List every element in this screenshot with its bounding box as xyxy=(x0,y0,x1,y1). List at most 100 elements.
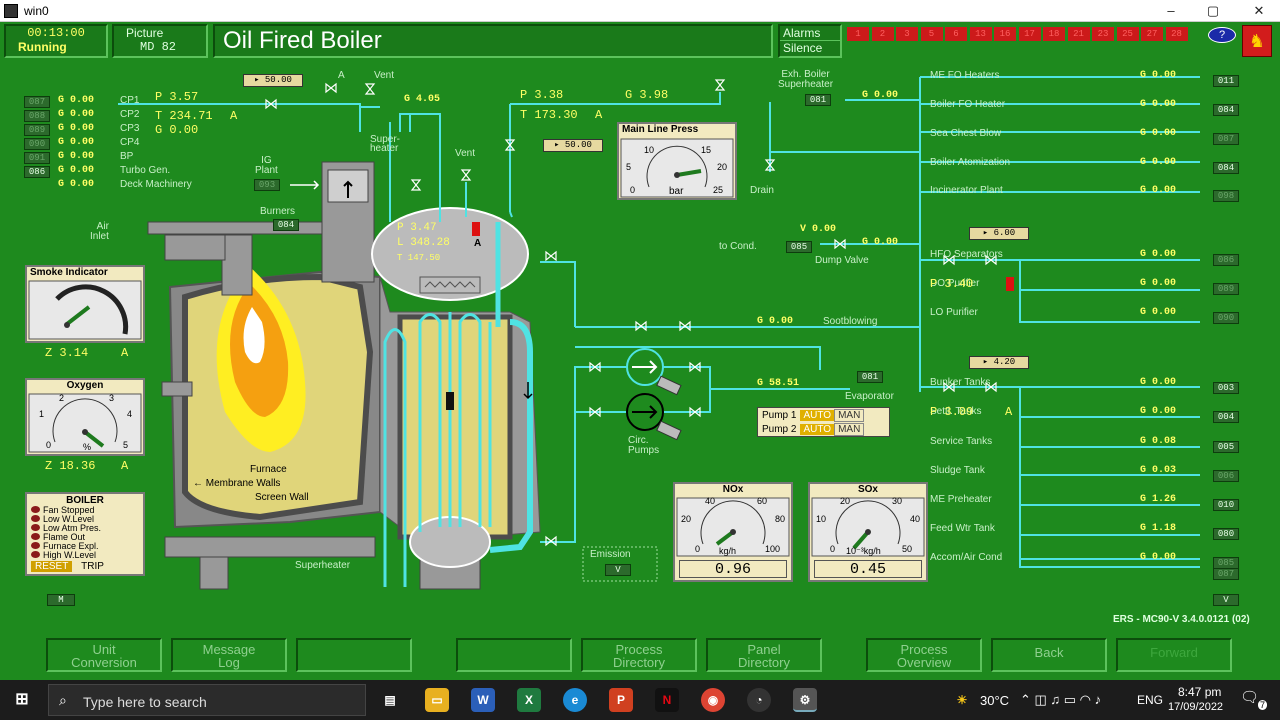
consumer-tag[interactable]: 005 xyxy=(1213,441,1239,453)
consumer-tag[interactable]: 090 xyxy=(1213,312,1239,324)
alarm-group-2[interactable]: 2 xyxy=(871,27,894,41)
extra-tag[interactable]: 087 xyxy=(1213,568,1239,580)
consumer-name: Service Tanks xyxy=(930,436,993,447)
consumer-tag[interactable]: 091 xyxy=(24,152,50,164)
alarm-group-21[interactable]: 21 xyxy=(1067,27,1090,41)
trip-item: Furnace Expl. xyxy=(31,542,139,551)
close-button[interactable]: ✕ xyxy=(1253,3,1265,18)
panel-directory-button[interactable]: Panel Directory xyxy=(706,638,822,672)
nox-tick-60: 60 xyxy=(757,496,768,506)
alarm-group-3[interactable]: 3 xyxy=(896,27,918,41)
chrome-icon[interactable]: ◉ xyxy=(701,688,725,712)
alarm-group-16[interactable]: 16 xyxy=(994,27,1016,41)
forward-button[interactable]: Forward xyxy=(1116,638,1232,672)
consumer-tag[interactable]: 089 xyxy=(24,124,50,136)
app-icon xyxy=(4,4,18,18)
tray-icons[interactable]: ⌃ ◫ ♫ ▭ ◠ ♪ xyxy=(1020,692,1102,707)
lp-temperature: T 234.71 xyxy=(155,109,213,123)
windows-start-icon[interactable]: ⊞ xyxy=(15,691,29,708)
v-button[interactable]: V xyxy=(1213,594,1239,606)
alarm-group-18[interactable]: 18 xyxy=(1043,27,1065,41)
reset-button[interactable]: RESET xyxy=(31,561,73,572)
process-overview-button[interactable]: Process Overview xyxy=(866,638,982,672)
alarm-group-13[interactable]: 13 xyxy=(969,27,992,41)
consumer-tag[interactable]: 087 xyxy=(24,96,50,108)
notification-icon[interactable]: 🗨 xyxy=(1240,689,1260,706)
process-directory-button[interactable]: Process Directory xyxy=(581,638,697,672)
consumer-tag[interactable]: 098 xyxy=(1213,190,1239,202)
back-button[interactable]: Back xyxy=(991,638,1107,672)
consumer-tag[interactable]: 011 xyxy=(1213,75,1239,87)
pump2-auto-button[interactable]: AUTO xyxy=(800,424,835,435)
sim-state: Running xyxy=(18,40,67,54)
silence-button[interactable]: Silence xyxy=(780,40,840,55)
consumer-tag[interactable]: 089 xyxy=(1213,283,1239,295)
dump-tag[interactable]: 085 xyxy=(786,241,812,253)
pump2-man-button[interactable]: MAN xyxy=(834,423,865,436)
alarms-label[interactable]: Alarms xyxy=(783,26,821,40)
consumer-tag[interactable]: 006 xyxy=(1213,470,1239,482)
consumer-name: Bunker Tanks xyxy=(930,377,991,388)
pump1-auto-button[interactable]: AUTO xyxy=(800,410,835,421)
evaporator-tag[interactable]: 081 xyxy=(857,371,883,383)
consumer-tag[interactable]: 084 xyxy=(1213,162,1239,174)
consumer-tag[interactable]: 086 xyxy=(24,166,50,178)
logo-icon: ♞ xyxy=(1242,25,1272,57)
search-placeholder: Type here to search xyxy=(83,694,207,710)
task-view-icon[interactable]: ▤ xyxy=(384,693,396,707)
blank-button-2[interactable] xyxy=(456,638,572,672)
consumer-tag[interactable]: 084 xyxy=(1213,104,1239,116)
smoke-unit: A xyxy=(121,346,129,360)
netflix-icon[interactable]: N xyxy=(655,688,679,712)
unit-conversion-button[interactable]: Unit Conversion xyxy=(46,638,162,672)
consumer-tag[interactable]: 010 xyxy=(1213,499,1239,511)
consumer-name: Boiler FO Heater xyxy=(930,99,1006,110)
blank-button-1[interactable] xyxy=(296,638,412,672)
consumer-flow: G 0.00 xyxy=(1140,128,1177,139)
alarm-group-6[interactable]: 6 xyxy=(945,27,967,41)
vent-setpoint[interactable]: ▸ 50.00 xyxy=(243,74,303,87)
emission-button[interactable]: V xyxy=(605,564,631,576)
ig-plant-tag[interactable]: 093 xyxy=(254,179,280,191)
burners-tag[interactable]: 084 xyxy=(273,219,299,231)
consumer-tag[interactable]: 088 xyxy=(24,110,50,122)
message-log-button[interactable]: Message Log xyxy=(171,638,287,672)
consumer-tag[interactable]: 004 xyxy=(1213,411,1239,423)
consumer-tag[interactable]: 090 xyxy=(24,138,50,150)
sim-status: 00:13:00 Running xyxy=(4,24,108,58)
exh-boiler-tag[interactable]: 081 xyxy=(805,94,831,106)
trip-label: TRIP xyxy=(81,561,104,572)
alarm-group-27[interactable]: 27 xyxy=(1141,27,1163,41)
edge-icon[interactable]: e xyxy=(563,688,587,712)
alarm-group-28[interactable]: 28 xyxy=(1165,27,1188,41)
taskbar-search[interactable]: ⌕ Type here to search xyxy=(48,684,366,716)
flame-core xyxy=(243,307,265,364)
main-setpoint[interactable]: ▸ 50.00 xyxy=(543,139,603,152)
alarm-group-23[interactable]: 23 xyxy=(1092,27,1114,41)
alarm-group-17[interactable]: 17 xyxy=(1018,27,1041,41)
fo-setpoint-6[interactable]: ▸ 6.00 xyxy=(969,227,1029,240)
help-button[interactable]: ? xyxy=(1208,27,1236,43)
alarm-group-5[interactable]: 5 xyxy=(920,27,943,41)
consumer-tag[interactable]: 086 xyxy=(1213,254,1239,266)
consumer-tag[interactable]: 080 xyxy=(1213,528,1239,540)
consumer-tag[interactable]: 087 xyxy=(1213,133,1239,145)
m-button[interactable]: M xyxy=(47,594,75,606)
powerpoint-icon[interactable]: P xyxy=(609,688,633,712)
file-explorer-icon[interactable]: ▭ xyxy=(425,688,449,712)
fo-setpoint-4[interactable]: ▸ 4.20 xyxy=(969,356,1029,369)
windows-taskbar: ⊞ ⌕ Type here to search ▤ ▭ W X e P N ◉ … xyxy=(0,680,1280,720)
fo-pressure-alarm xyxy=(1006,277,1014,291)
maximize-button[interactable]: ▢ xyxy=(1206,3,1220,18)
speed-icon[interactable]: ◔ xyxy=(747,688,771,712)
steam-drum xyxy=(371,207,529,301)
simulator-icon[interactable]: ⚙ xyxy=(793,688,817,712)
alarm-group-1[interactable]: 1 xyxy=(847,27,869,41)
pump1-man-button[interactable]: MAN xyxy=(834,409,865,422)
language-indicator[interactable]: ENG xyxy=(1137,693,1164,707)
alarm-group-25[interactable]: 25 xyxy=(1116,27,1139,41)
minimize-button[interactable]: – xyxy=(1167,3,1175,18)
word-icon[interactable]: W xyxy=(471,688,495,712)
consumer-tag[interactable]: 003 xyxy=(1213,382,1239,394)
excel-icon[interactable]: X xyxy=(517,688,541,712)
